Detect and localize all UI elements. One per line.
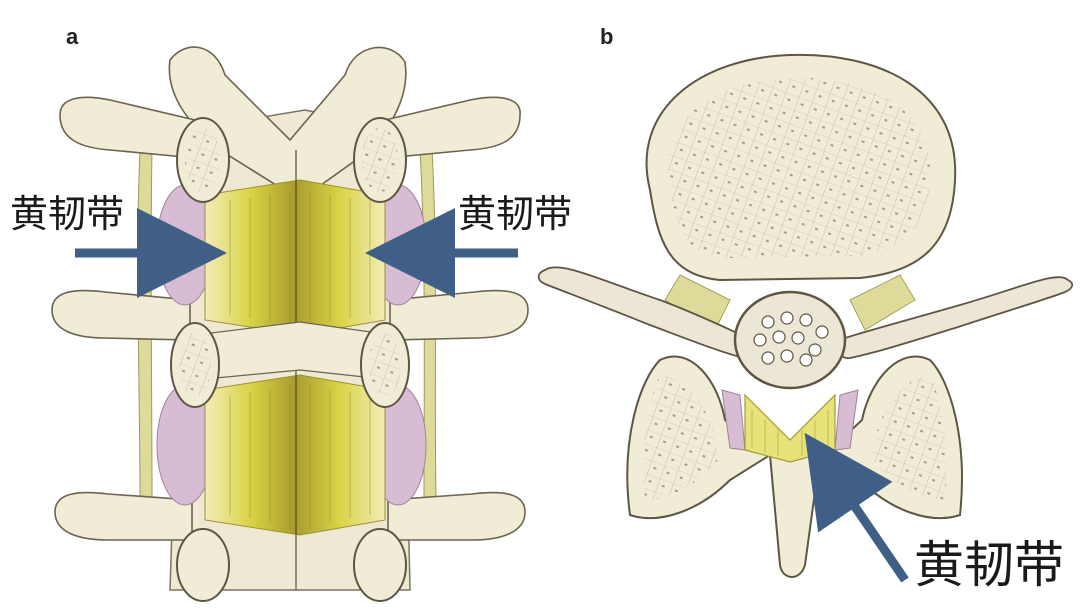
facet-hatching [179, 128, 401, 397]
dural-sac [733, 290, 847, 390]
ligamentum-flavum-b [744, 393, 836, 463]
panel-b-letter: b [600, 24, 614, 49]
cancellous-bone [667, 77, 931, 258]
label-ligamentum-flavum-b: 黄韧带 [914, 536, 1064, 594]
panel-a-illustration [51, 46, 529, 602]
nerve-rootlets [753, 311, 829, 367]
label-ligamentum-flavum-a-right: 黄韧带 [458, 192, 573, 236]
label-ligamentum-flavum-a-left: 黄韧带 [10, 192, 125, 236]
arrow-b [804, 432, 909, 583]
panel-a-letter: a [66, 24, 79, 49]
transverse-processes [51, 96, 529, 541]
panel-b-illustration [537, 53, 1074, 583]
